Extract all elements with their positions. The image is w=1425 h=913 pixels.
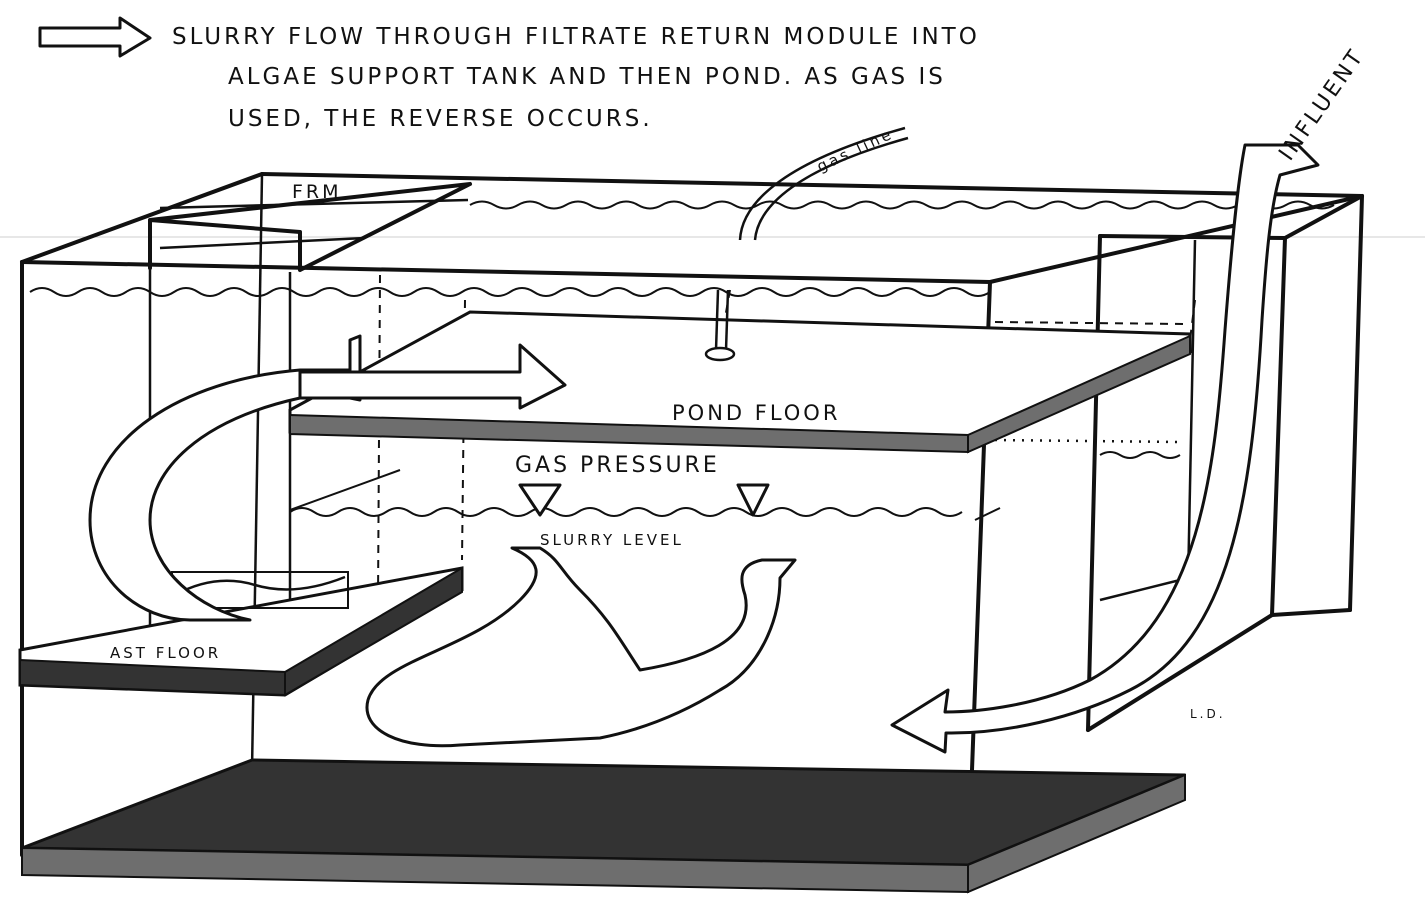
water-surface-top [29, 200, 1335, 297]
label-ld: L.D. [1190, 707, 1226, 721]
legend-line-1: SLURRY FLOW THROUGH FILTRATE RETURN MODU… [172, 24, 980, 50]
pond-floor [288, 310, 1192, 454]
label-influent: INFLUENT [1274, 44, 1369, 165]
label-pond-floor: POND FLOOR [672, 401, 840, 425]
slurry-level-waves [289, 451, 1181, 521]
reverse-flow-arrows [365, 483, 797, 748]
label-ast-floor: AST FLOOR [110, 644, 221, 662]
label-frm: FRM [292, 181, 342, 203]
legend-line-3: USED, THE REVERSE OCCURS. [228, 106, 653, 132]
gas-line [704, 126, 909, 362]
legend-line-2: ALGAE SUPPORT TANK AND THEN POND. AS GAS… [228, 64, 946, 90]
outer-tank [20, 172, 1364, 857]
ast-floor [18, 566, 464, 697]
influent-arrow [890, 143, 1320, 754]
influent-column [1086, 194, 1364, 732]
label-gas-line: gas line [814, 124, 896, 175]
bottom-floor [21, 758, 1186, 894]
legend-arrow-icon [38, 16, 152, 58]
slurry-flow-arrow [88, 334, 567, 622]
label-slurry-level: SLURRY LEVEL [540, 531, 684, 549]
label-gas-pressure: GAS PRESSURE [515, 453, 720, 478]
